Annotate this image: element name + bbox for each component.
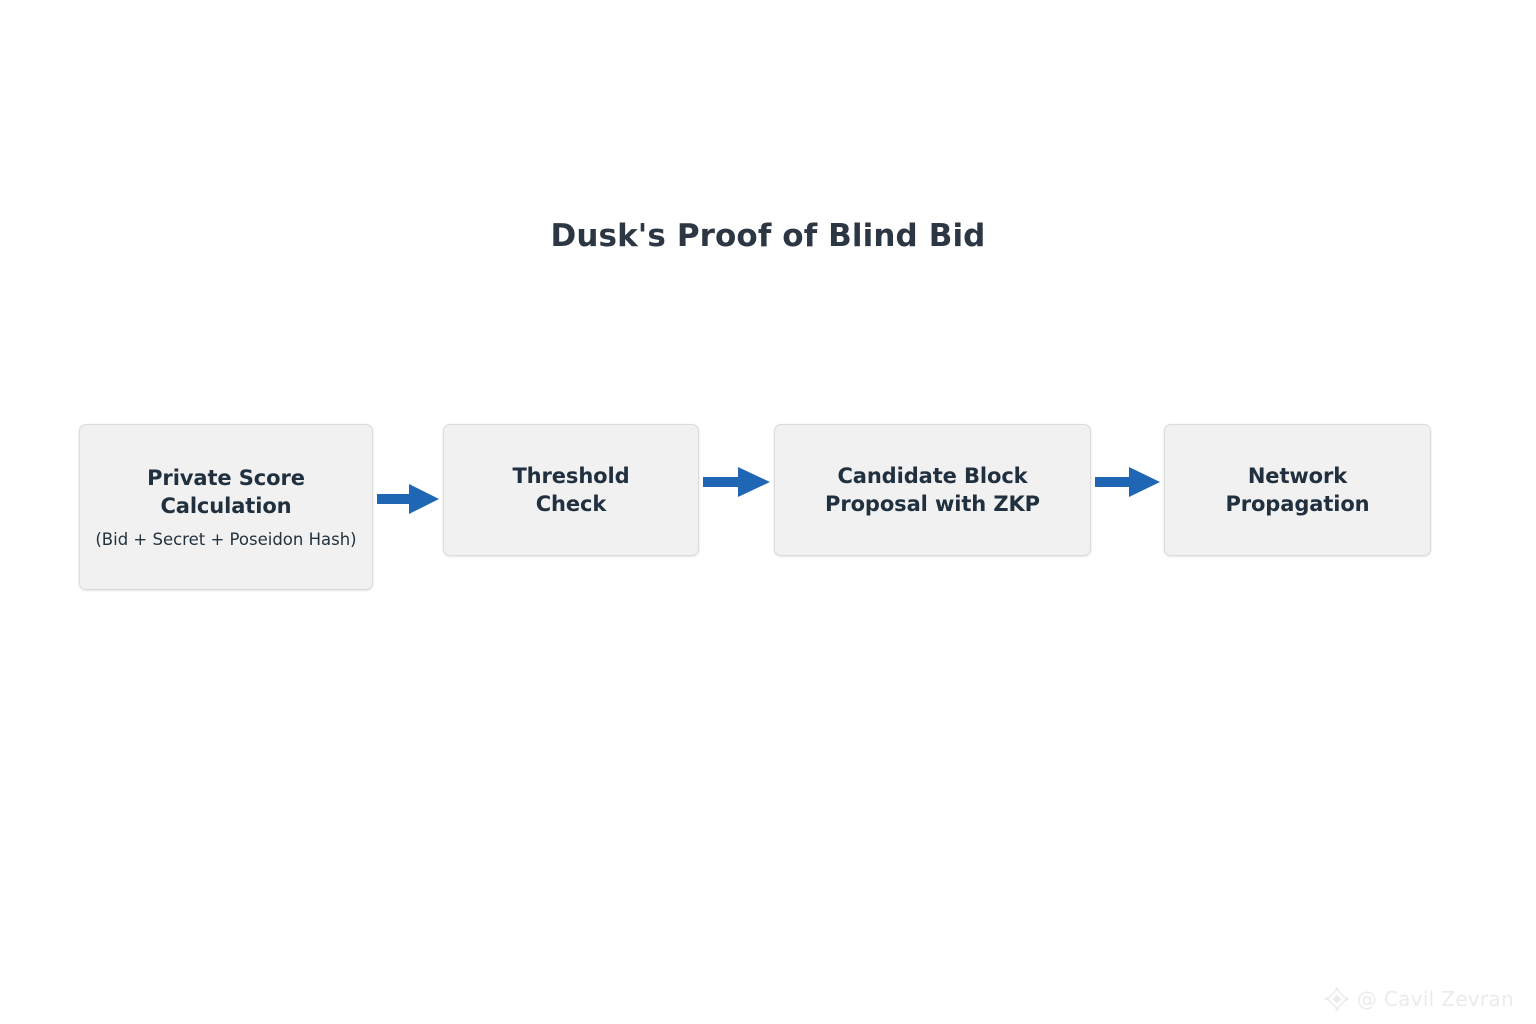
diamond-logo-icon bbox=[1324, 986, 1349, 1012]
flowchart-row: Private Score Calculation (Bid + Secret … bbox=[79, 424, 1431, 590]
flow-node-title: Threshold Check bbox=[512, 463, 630, 516]
diagram-title: Dusk's Proof of Blind Bid bbox=[550, 218, 986, 254]
flow-node-title: Candidate Block Proposal with ZKP bbox=[825, 463, 1040, 516]
flow-node-candidate-block-proposal[interactable]: Candidate Block Proposal with ZKP bbox=[774, 424, 1091, 556]
flow-arrow-icon bbox=[703, 467, 770, 497]
watermark-handle: @ Cavil Zevran bbox=[1356, 987, 1514, 1011]
flow-arrow-icon bbox=[1095, 467, 1160, 497]
flow-arrow-icon bbox=[377, 484, 439, 514]
flow-node-private-score-calculation[interactable]: Private Score Calculation (Bid + Secret … bbox=[79, 424, 373, 590]
flow-node-subtitle: (Bid + Secret + Poseidon Hash) bbox=[95, 530, 357, 550]
flow-node-title: Private Score Calculation bbox=[147, 465, 305, 519]
watermark: @ Cavil Zevran bbox=[1324, 986, 1514, 1012]
flow-node-title: Network Propagation bbox=[1225, 463, 1370, 516]
flow-node-threshold-check[interactable]: Threshold Check bbox=[443, 424, 699, 556]
flow-node-network-propagation[interactable]: Network Propagation bbox=[1164, 424, 1431, 556]
